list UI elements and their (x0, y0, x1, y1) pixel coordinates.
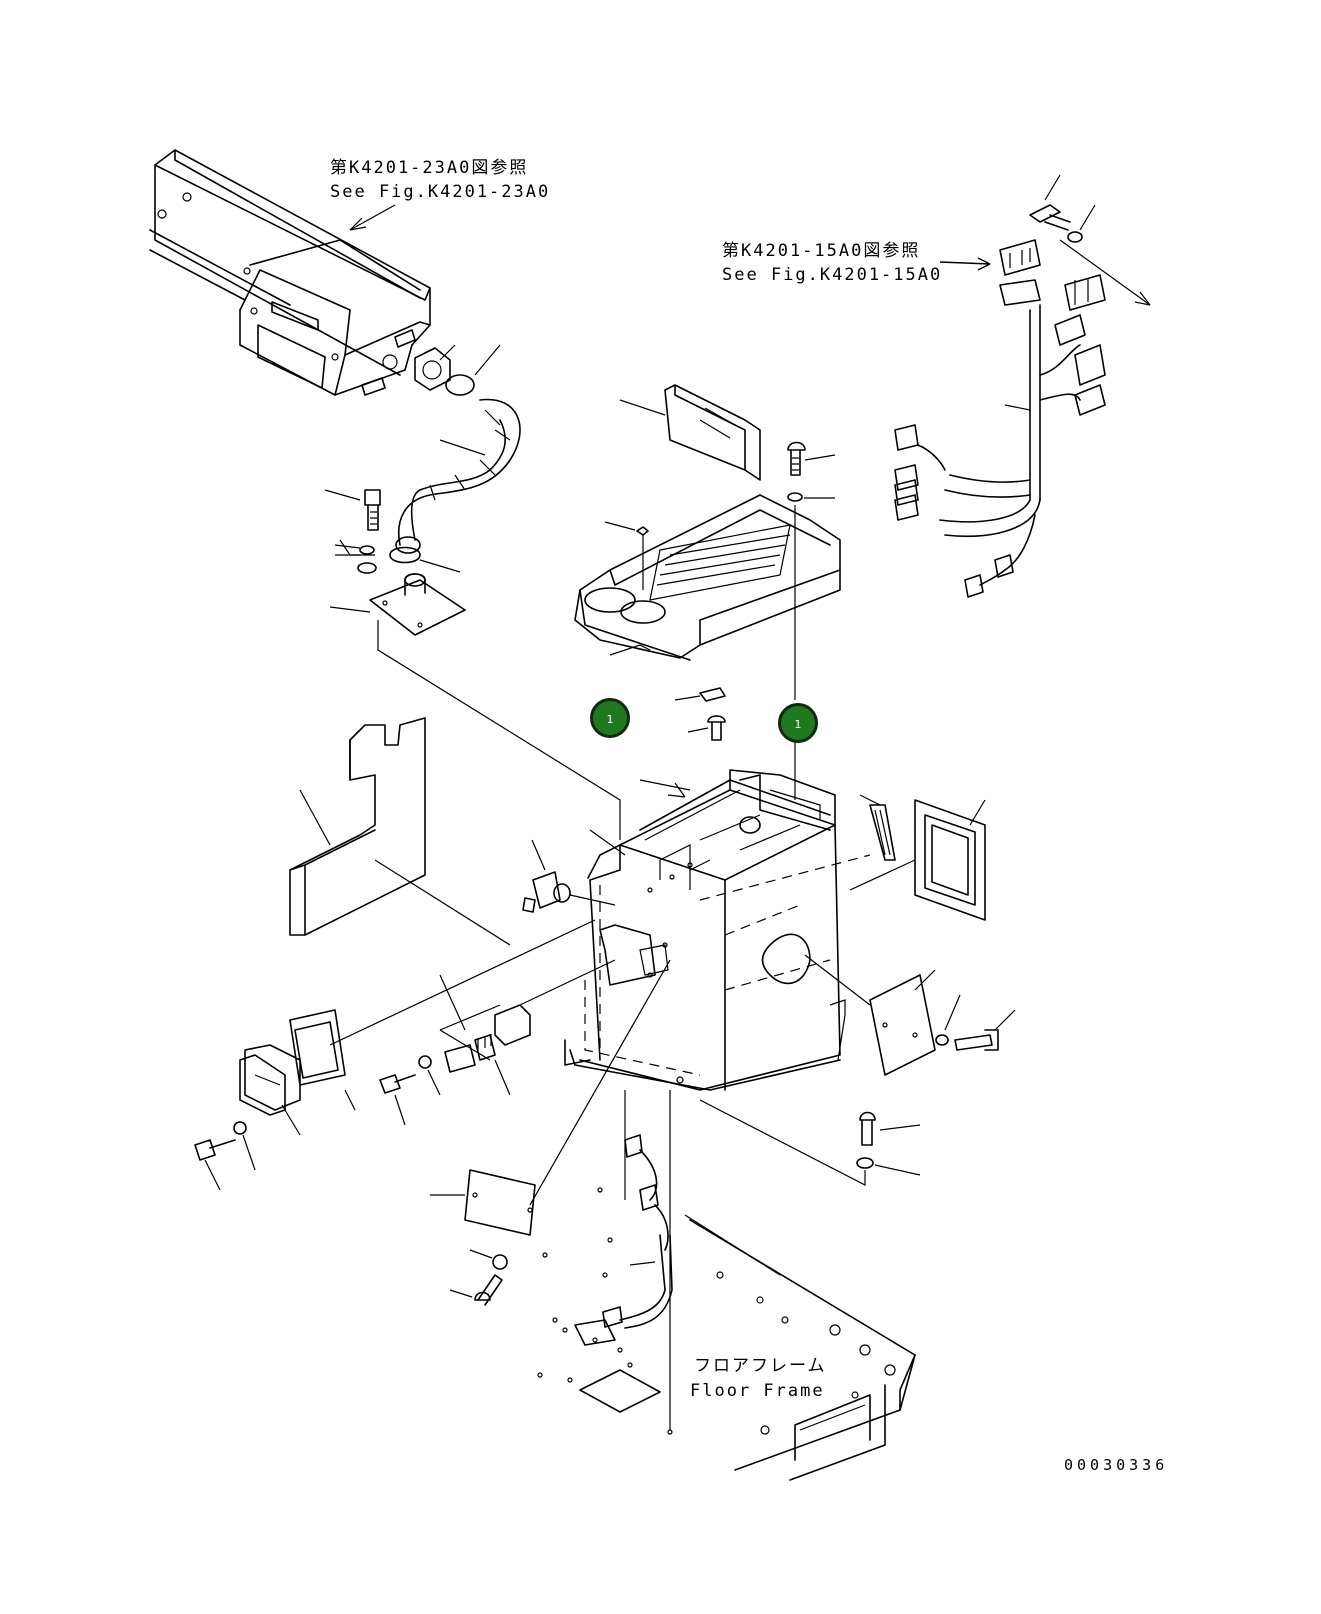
floor-frame-label-jp: フロアフレーム (694, 1356, 827, 1376)
part-marker-label: 1 (794, 717, 802, 731)
air-duct-assembly (149, 149, 431, 396)
ref-label-top-left-jp: 第K4201-23A0図参照 (330, 158, 529, 178)
lock-assembly (522, 839, 616, 913)
right-side-parts (699, 794, 1016, 1186)
left-lower-parts (194, 919, 616, 1191)
floor-frame-label-en: Floor Frame (690, 1381, 825, 1401)
floor-frame (537, 1090, 916, 1481)
insulation-foam (289, 717, 511, 946)
console-box (564, 769, 871, 1091)
wiring-harness (894, 174, 1151, 598)
lower-plate (430, 959, 671, 1306)
ref-label-top-right-en: See Fig.K4201-15A0 (722, 265, 943, 285)
left-fasteners (324, 489, 621, 840)
console-cover (574, 384, 841, 800)
hose-assembly (395, 344, 521, 554)
part-marker-1-right[interactable]: 1 (778, 703, 818, 743)
ref-label-top-left-en: See Fig.K4201-23A0 (330, 182, 551, 202)
ref-label-top-right-jp: 第K4201-15A0図参照 (722, 241, 921, 261)
part-marker-1-left[interactable]: 1 (590, 698, 630, 738)
drawing-code: 00030336 (1064, 1456, 1169, 1474)
part-marker-label: 1 (606, 712, 614, 726)
